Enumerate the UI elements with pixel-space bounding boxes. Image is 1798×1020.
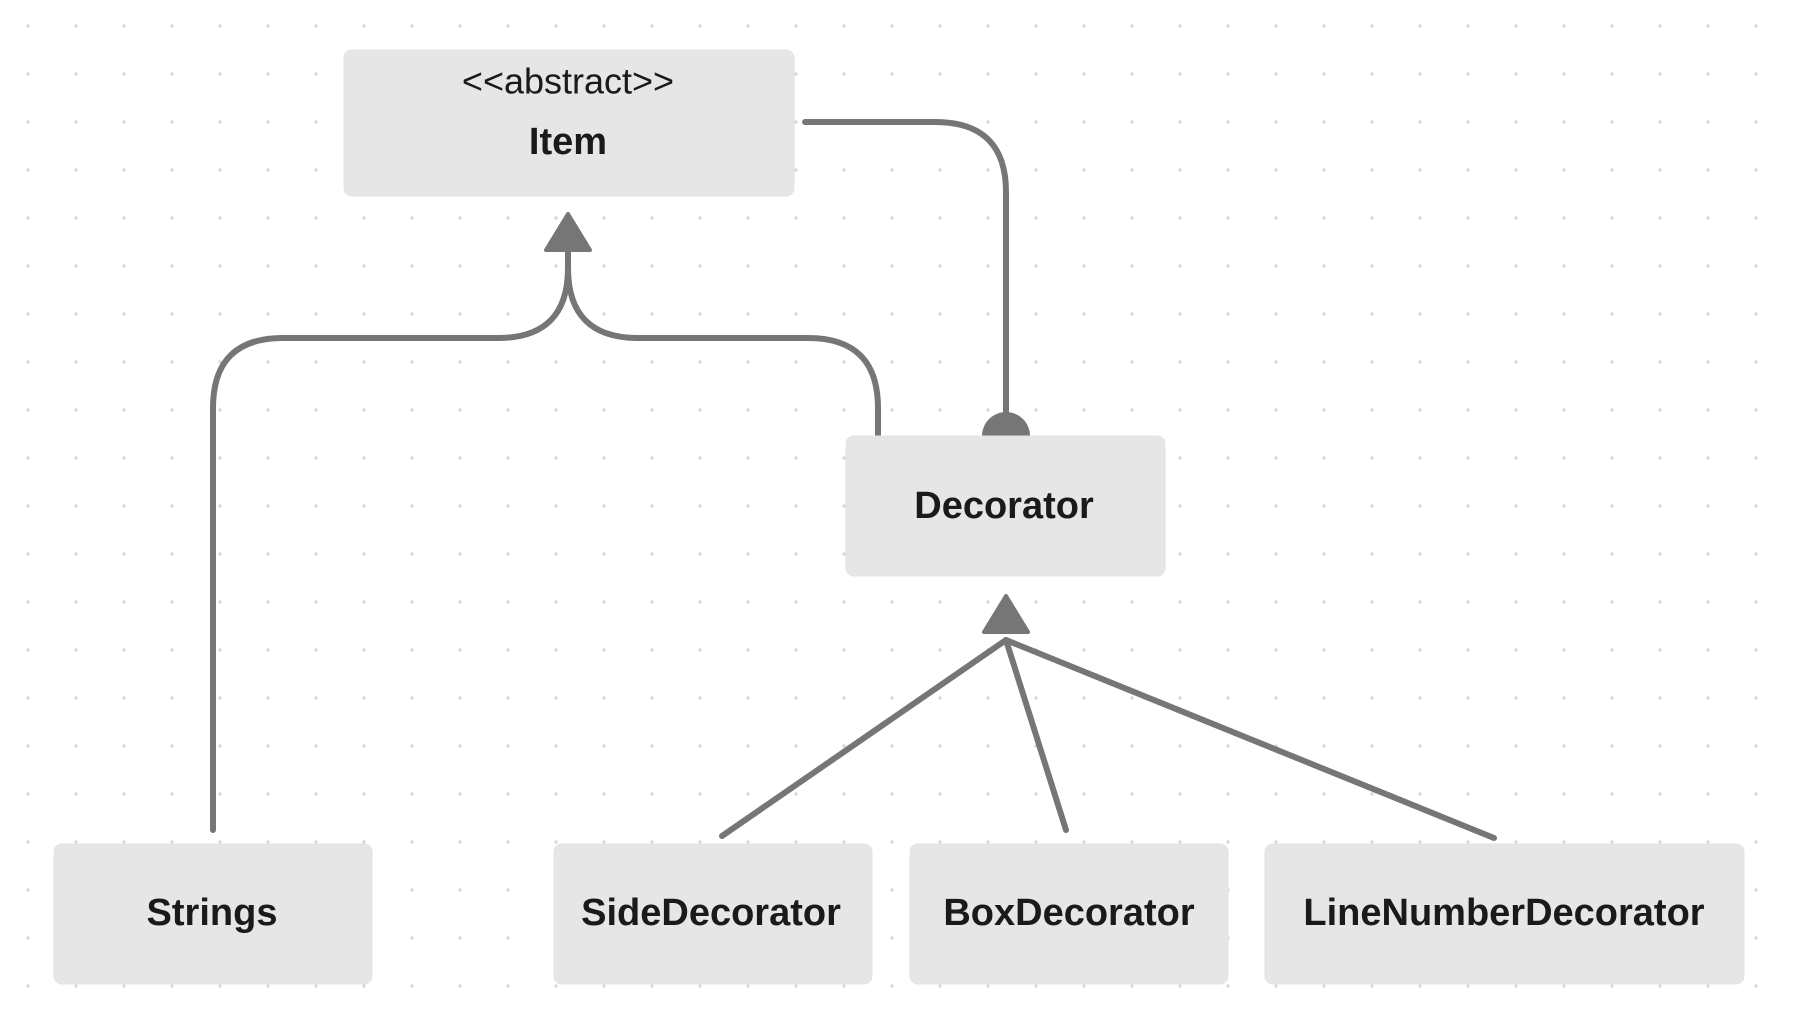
edge-sidedecorator-to-decorator[interactable] [719, 637, 1009, 839]
strings-class-name: Strings [147, 892, 278, 934]
edge-strings-to-item[interactable] [210, 249, 571, 833]
boxdecorator-class-name: BoxDecorator [943, 892, 1194, 934]
inheritance-arrowhead-item [544, 212, 592, 252]
edge-boxdecorator-to-decorator[interactable] [1003, 637, 1069, 833]
edge-linenumberdecorator-to-decorator[interactable] [1003, 637, 1497, 841]
class-node-item[interactable]: <<abstract>> Item [343, 49, 795, 197]
class-node-sidedecorator[interactable]: SideDecorator [553, 843, 873, 985]
class-node-strings[interactable]: Strings [53, 843, 373, 985]
decorator-class-name: Decorator [914, 485, 1094, 527]
class-node-boxdecorator[interactable]: BoxDecorator [909, 843, 1229, 985]
item-class-name: Item [529, 121, 607, 163]
class-node-linenumberdecorator[interactable]: LineNumberDecorator [1264, 843, 1745, 985]
edge-decorator-to-item[interactable] [565, 265, 881, 439]
class-node-decorator[interactable]: Decorator [845, 435, 1166, 577]
sidedecorator-class-name: SideDecorator [581, 892, 841, 934]
inheritance-arrowhead-decorator [982, 594, 1030, 634]
item-stereotype: <<abstract>> [462, 61, 674, 102]
edge-decorator-aggregation-item[interactable] [802, 119, 1009, 423]
linenumberdecorator-class-name: LineNumberDecorator [1303, 892, 1704, 934]
